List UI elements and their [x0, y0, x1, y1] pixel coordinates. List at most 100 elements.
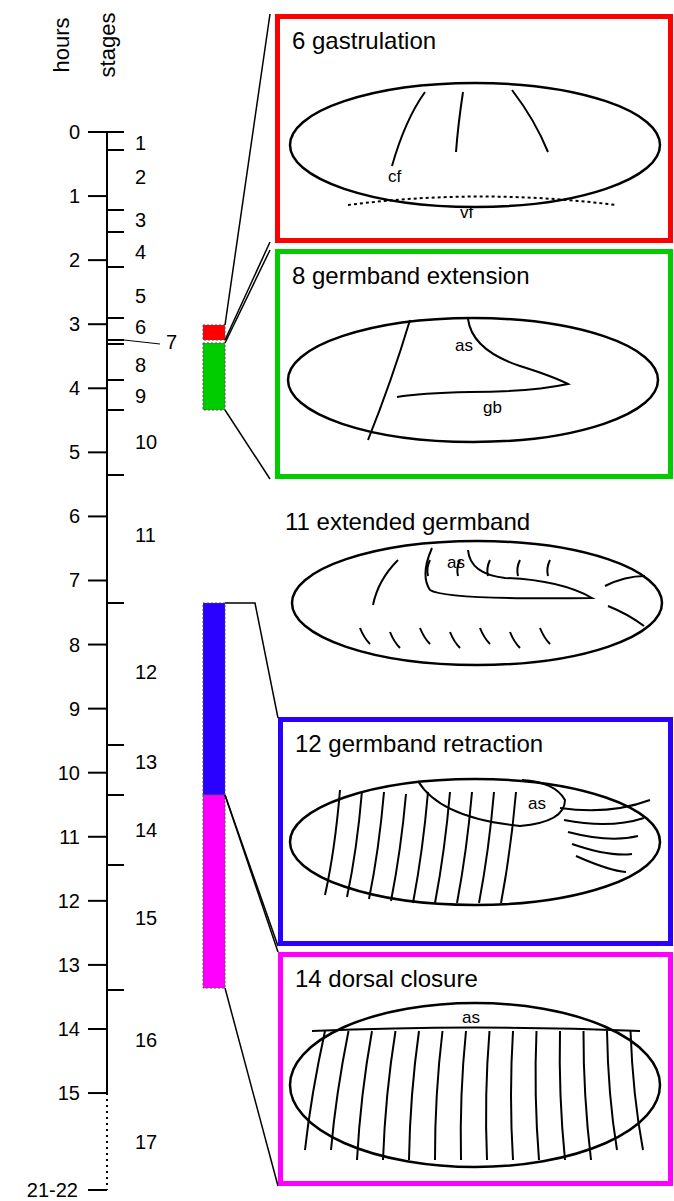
hour-number: 8: [69, 635, 80, 655]
axis-title: stages: [97, 13, 119, 78]
stage-title: 8 germband extension: [292, 262, 530, 291]
stage-number: 13: [135, 752, 157, 772]
germband-line: [368, 320, 410, 440]
segment-stroke: [305, 1031, 325, 1150]
hour-number: 11: [59, 827, 80, 847]
segment-stroke: [435, 1031, 443, 1160]
structure-label: as: [462, 1009, 480, 1026]
stage-tick: [107, 343, 124, 345]
stage-tick: [107, 317, 124, 319]
stage-tick: [107, 744, 124, 746]
stage-box: 12 germband retraction: [278, 717, 673, 946]
stage-number: 17: [135, 1132, 157, 1152]
axis-line: [106, 132, 108, 1093]
segment-stroke: [487, 560, 490, 576]
stage-tick: [107, 989, 124, 991]
hour-number: 2: [69, 250, 80, 270]
hour-number: 21-22: [27, 1180, 78, 1200]
embryo-outline: [290, 1003, 660, 1167]
stage-tick: [107, 864, 124, 866]
segment-stroke: [568, 832, 638, 839]
segment-stroke: [383, 1031, 396, 1160]
segment-stroke: [373, 560, 398, 605]
stage-number: 16: [135, 1030, 157, 1050]
stage-bar: [203, 343, 225, 410]
segment-stroke: [347, 791, 362, 897]
stage-tick: [107, 409, 124, 411]
stage-bar: [203, 795, 225, 988]
segment-stroke: [540, 628, 550, 644]
stage-bar: [203, 325, 225, 340]
hour-tick: [88, 836, 107, 838]
segment-stroke: [360, 628, 370, 644]
hour-tick: [88, 964, 107, 966]
segment-stroke: [331, 1031, 349, 1150]
axis-dotted: [106, 1093, 108, 1190]
stage-number: 11: [135, 525, 156, 545]
hour-number: 7: [69, 570, 80, 590]
axis-title: hours: [51, 17, 73, 72]
structure-label: as: [447, 554, 465, 571]
segment-stroke: [461, 1031, 466, 1160]
amnioserosa-outline: [397, 319, 568, 397]
stage-number: 4: [135, 242, 146, 262]
cephalic-furrow: [456, 92, 463, 152]
segment-stroke: [536, 1031, 539, 1160]
segment-stroke: [457, 792, 472, 903]
stage-title: 12 germband retraction: [295, 730, 543, 759]
structure-label: as: [455, 337, 473, 354]
stage-tick: [107, 474, 124, 476]
stage-tick: [107, 794, 124, 796]
stage-number: 12: [135, 662, 157, 682]
segment-stroke: [409, 1031, 419, 1160]
segment-stroke: [420, 628, 430, 644]
ventral-furrow: [348, 197, 616, 206]
hour-number: 15: [58, 1083, 80, 1103]
hour-tick: [88, 708, 107, 710]
stage-tick: [107, 339, 124, 341]
structure-label: as: [528, 795, 546, 812]
leader-line: [225, 988, 278, 1186]
segment-stroke: [357, 1031, 372, 1160]
stage-tick: [107, 231, 124, 233]
hour-number: 14: [58, 1019, 80, 1039]
segment-stroke: [572, 844, 632, 855]
segment-stroke: [510, 632, 520, 648]
hour-tick: [88, 387, 107, 389]
hour-tick: [88, 579, 107, 581]
stage-tick: [107, 209, 124, 211]
hour-tick: [88, 1028, 107, 1030]
segment-stroke: [413, 792, 428, 903]
leader-line: [225, 603, 278, 718]
hour-number: 13: [58, 955, 80, 975]
stage-tick: [124, 340, 160, 344]
hour-tick: [88, 1092, 107, 1094]
segment-stroke: [427, 560, 430, 576]
segment-stroke: [560, 1031, 565, 1160]
leader-line: [225, 250, 270, 343]
hour-number: 5: [69, 442, 80, 462]
segment-stroke: [517, 560, 520, 576]
stage-number: 6: [135, 317, 146, 337]
hour-tick: [88, 451, 107, 453]
hour-tick: [88, 515, 107, 517]
segment-stroke: [547, 560, 550, 576]
segment-stroke: [391, 794, 406, 901]
segment-stroke: [325, 790, 340, 895]
stage-title: 14 dorsal closure: [295, 965, 478, 994]
embryo-outline: [292, 541, 662, 665]
stage-box: 6 gastrulation: [275, 14, 673, 243]
stage-title: 6 gastrulation: [292, 27, 436, 56]
stage-number: 14: [135, 820, 157, 840]
segment-stroke: [390, 632, 400, 648]
stage-tick: [107, 131, 124, 133]
segment-stroke: [607, 1031, 617, 1150]
segment-stroke: [583, 1031, 591, 1160]
segment-stroke: [608, 606, 644, 626]
leader-line: [225, 242, 270, 340]
stage-number: 8: [135, 355, 146, 375]
hour-number: 6: [69, 506, 80, 526]
stage-bar: [203, 603, 225, 795]
hour-tick: [88, 323, 107, 325]
stage-title: 11 extended germband: [285, 510, 530, 534]
